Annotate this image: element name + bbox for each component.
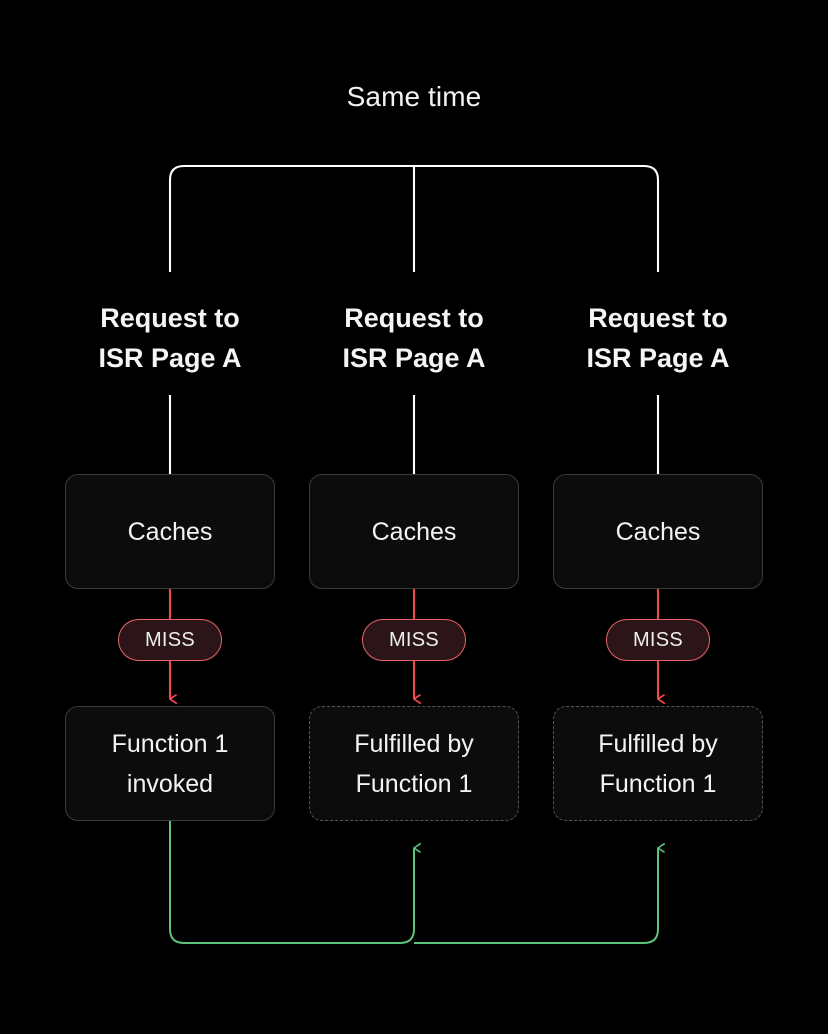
fanout-bracket — [168, 164, 660, 272]
cache-node-1: Caches — [65, 474, 275, 589]
return-path-to-column-2 — [169, 821, 414, 944]
cache-node-3: Caches — [553, 474, 763, 589]
column-header-3: Request to ISR Page A — [586, 303, 730, 373]
status-badge-miss-1: MISS — [118, 619, 222, 661]
cache-node-2: Caches — [309, 474, 519, 589]
outcome-node-3: Fulfilled by Function 1 — [553, 706, 763, 821]
status-badge-miss-2: MISS — [362, 619, 466, 661]
column-header-2: Request to ISR Page A — [342, 303, 486, 373]
column-header-1: Request to ISR Page A — [98, 303, 242, 373]
diagram-title: Same time — [346, 81, 482, 112]
status-badge-miss-3: MISS — [606, 619, 710, 661]
return-path-to-column-3 — [414, 848, 658, 944]
outcome-node-2: Fulfilled by Function 1 — [309, 706, 519, 821]
outcome-node-1: Function 1 invoked — [65, 706, 275, 821]
